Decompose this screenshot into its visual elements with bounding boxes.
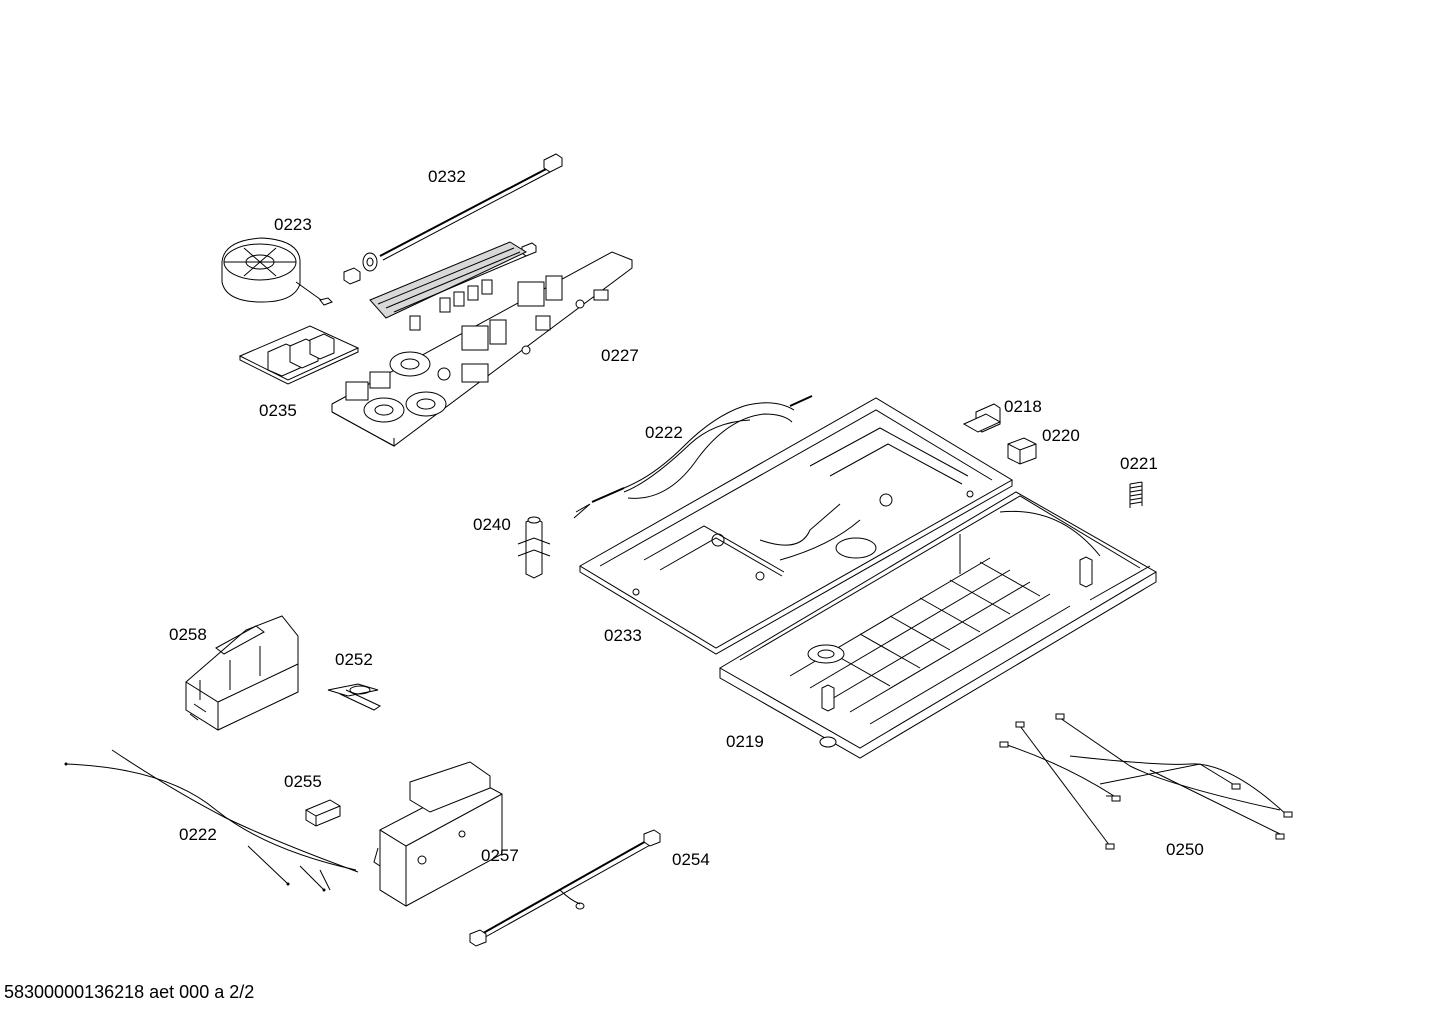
part-label-0221: 0221: [1120, 454, 1158, 473]
part-label-0232: 0232: [428, 167, 466, 186]
part-0221-spring[interactable]: [1129, 481, 1143, 508]
part-0255-connector[interactable]: [305, 799, 341, 827]
part-label-0222-lower: 0222: [179, 825, 217, 844]
part-label-0254: 0254: [672, 850, 710, 869]
part-label-0250: 0250: [1166, 840, 1204, 859]
part-label-0252: 0252: [335, 650, 373, 669]
part-label-0219: 0219: [726, 732, 764, 751]
part-0227-power-board[interactable]: [331, 241, 633, 447]
part-0222-wire-lower[interactable]: [64, 749, 359, 892]
part-label-0257: 0257: [481, 846, 519, 865]
part-0222-twisted-wire-upper[interactable]: [573, 395, 813, 519]
document-reference: 58300000136218 aet 000 a 2/2: [4, 982, 255, 1002]
part-0218-bracket[interactable]: [962, 403, 1002, 433]
part-0219-housing[interactable]: [719, 491, 1157, 759]
part-label-0223: 0223: [274, 215, 312, 234]
part-0252-clip[interactable]: [327, 683, 382, 711]
part-label-0235: 0235: [259, 401, 297, 420]
part-0258-cover[interactable]: [185, 615, 299, 731]
part-0254-flat-cable[interactable]: [469, 829, 661, 947]
part-0220-connector[interactable]: [1007, 437, 1037, 465]
part-label-0227: 0227: [601, 346, 639, 365]
part-0257-module[interactable]: [373, 761, 503, 907]
part-label-0240: 0240: [473, 515, 511, 534]
part-0235-relay-board[interactable]: [238, 325, 360, 385]
part-label-0233: 0233: [604, 626, 642, 645]
part-0250-wiring-harness[interactable]: [999, 713, 1293, 850]
part-label-0218: 0218: [1004, 397, 1042, 416]
part-label-0255: 0255: [284, 772, 322, 791]
part-0233-base-plate[interactable]: [579, 397, 1013, 655]
part-label-0220: 0220: [1042, 426, 1080, 445]
part-0240-spacer[interactable]: [517, 516, 551, 579]
part-label-0258: 0258: [169, 625, 207, 644]
part-0223-coil[interactable]: [221, 237, 333, 306]
part-label-0222-upper: 0222: [645, 423, 683, 442]
